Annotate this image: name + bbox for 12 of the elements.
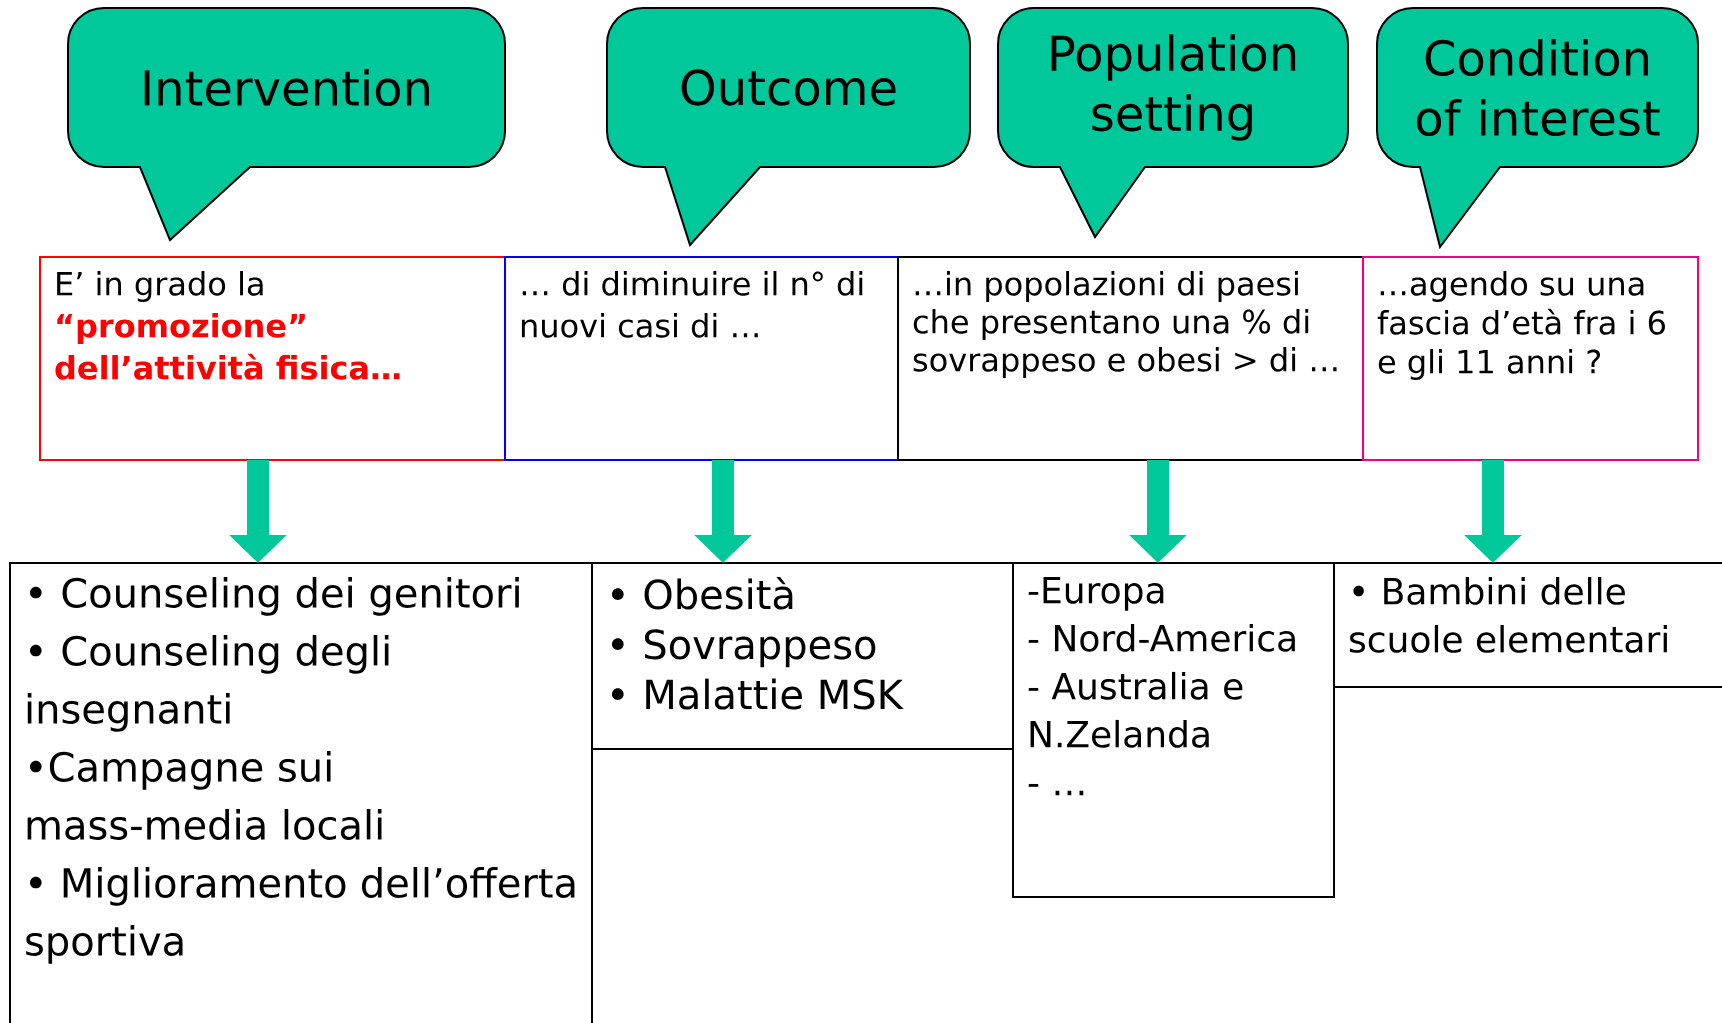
text-box: … di diminuire il n° di nuovi casi di … bbox=[504, 256, 899, 461]
speech-bubble: Intervention bbox=[67, 7, 506, 241]
text-box: …in popolazioni di paesi che presentano una % di sovrappeso e obesi > di … bbox=[897, 256, 1364, 461]
list-box: -Europa - Nord-America - Australia e N.Zelanda - … bbox=[1012, 562, 1335, 898]
speech-bubble: Population setting bbox=[997, 7, 1349, 238]
speech-bubble: Condition of interest bbox=[1376, 7, 1700, 248]
list-box: • Obesità • Sovrappeso • Malattie MSK bbox=[591, 562, 1014, 750]
text-box: …agendo su una fascia d’età fra i 6 e gli 11 anni ? bbox=[1362, 256, 1700, 461]
list-box: • Counseling dei genitori • Counseling degli insegnanti •Campagne sui mass-media locali • Miglioramento dell’offerta sportiva bbox=[9, 562, 593, 1023]
speech-bubble: Outcome bbox=[606, 7, 971, 246]
list-box: • Bambini delle scuole elementari bbox=[1333, 562, 1722, 688]
text-box: E’ in grado la “promozione” dell’attività fisica… bbox=[39, 256, 506, 461]
